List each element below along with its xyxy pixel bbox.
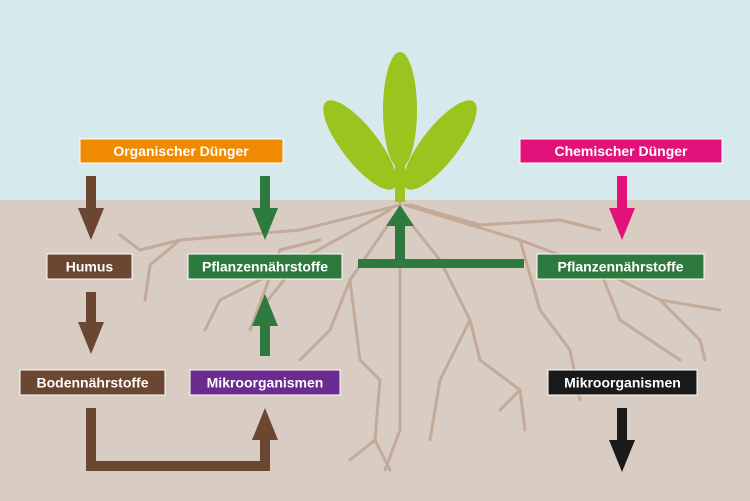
label-text: Humus — [66, 259, 114, 275]
arrow-down-icon-humus-to-soil-nutrients — [78, 292, 104, 354]
label-text: Bodennährstoffe — [37, 375, 149, 391]
connector-soil-nutrients-to-microorganisms — [86, 408, 278, 471]
arrow-down-icon-organic-to-humus — [78, 176, 104, 240]
label-text: Mikroorganismen — [564, 375, 681, 391]
arrow-down-icon-organic-to-plant-nutrients — [252, 176, 278, 240]
label-text: Mikroorganismen — [207, 375, 324, 391]
arrow-down-icon-microorganisms-loss — [609, 408, 635, 472]
right-leaf — [403, 100, 477, 190]
center-leaf — [383, 52, 417, 168]
label-microorganisms-right: Mikroorganismen — [547, 369, 698, 396]
label-soil-nutrients: Bodennährstoffe — [19, 369, 166, 396]
plant-stem — [395, 160, 405, 202]
label-text: Pflanzennährstoffe — [202, 259, 328, 275]
label-text: Chemischer Dünger — [554, 143, 688, 159]
label-microorganisms-left: Mikroorganismen — [189, 369, 341, 396]
uptake-arrow-up-icon — [386, 205, 414, 262]
left-leaf — [323, 100, 397, 190]
label-text: Organischer Dünger — [113, 143, 249, 159]
uptake-bar — [358, 259, 524, 268]
plant-leaves — [323, 52, 477, 202]
label-humus: Humus — [46, 253, 133, 280]
label-plant-nutrients-right: Pflanzennährstoffe — [536, 253, 705, 280]
label-organic-fertilizer: Organischer Dünger — [79, 138, 284, 164]
label-chemical-fertilizer: Chemischer Dünger — [519, 138, 723, 164]
arrow-down-icon-chemical-to-plant-nutrients — [609, 176, 635, 240]
label-text: Pflanzennährstoffe — [557, 259, 683, 275]
label-plant-nutrients-left: Pflanzennährstoffe — [187, 253, 343, 280]
arrow-up-icon-micro-to-plant-nutrients — [252, 294, 278, 356]
